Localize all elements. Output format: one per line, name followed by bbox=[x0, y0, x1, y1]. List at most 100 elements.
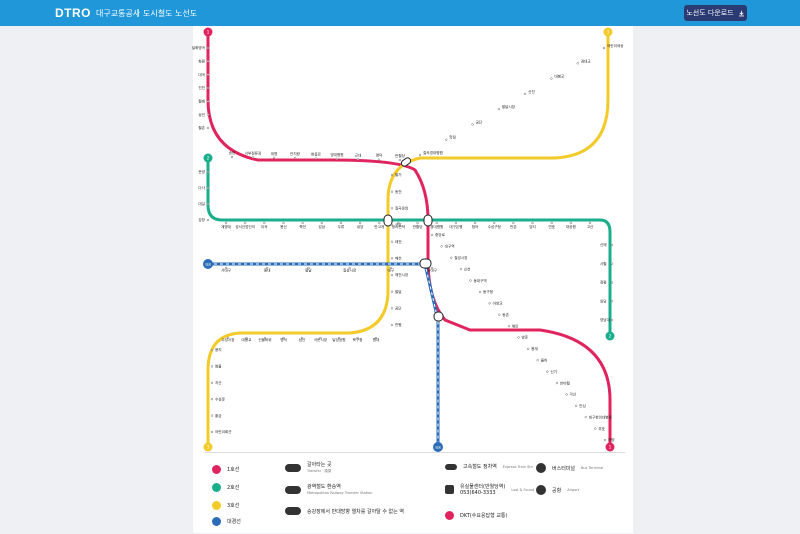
station-marker bbox=[210, 348, 214, 352]
station-label: 부호 bbox=[598, 426, 605, 431]
station-label: 진천 bbox=[198, 85, 205, 90]
terminal-markers: 1 1 2 2 3 3 대경 대경 bbox=[203, 27, 615, 452]
station-marker bbox=[594, 427, 597, 430]
dkt-icon bbox=[445, 511, 454, 520]
line1-terminal-top-label: 1 bbox=[207, 30, 210, 35]
download-map-button[interactable]: 노선도 다운로드 bbox=[684, 5, 747, 21]
station-marker bbox=[450, 256, 453, 259]
station-marker bbox=[206, 86, 210, 90]
station-marker bbox=[390, 240, 394, 243]
station-marker bbox=[550, 221, 553, 225]
station-label: 문양 bbox=[198, 169, 205, 174]
station-marker bbox=[224, 221, 228, 225]
line1-terminal-bottom bbox=[605, 442, 615, 452]
station-label: 대명 bbox=[271, 151, 278, 156]
station-label: 영남대 bbox=[600, 317, 610, 322]
line2-terminal-right-label: 2 bbox=[609, 334, 612, 339]
station-label: 신천 bbox=[464, 266, 471, 271]
station-marker bbox=[263, 336, 267, 340]
station-marker bbox=[337, 336, 341, 340]
station-marker bbox=[293, 157, 297, 160]
legend-line2: 2호선 bbox=[212, 483, 239, 492]
station-marker bbox=[356, 336, 359, 340]
station-label: 수성구청 bbox=[488, 224, 501, 229]
station-marker bbox=[565, 393, 568, 396]
station-label: 동구청 bbox=[483, 289, 493, 294]
station-label: 대곡 bbox=[198, 72, 205, 77]
station-marker bbox=[497, 108, 500, 111]
line2-terminal-left-label: 2 bbox=[207, 156, 210, 161]
station-marker bbox=[390, 173, 394, 177]
line2-terminal-left bbox=[203, 153, 213, 163]
station-marker bbox=[512, 221, 515, 225]
station-label: 영대병원 bbox=[330, 152, 343, 157]
station-label: 대구역 bbox=[445, 244, 455, 249]
station-marker bbox=[301, 221, 304, 225]
download-icon bbox=[738, 10, 744, 16]
station-label: 명덕 bbox=[376, 153, 383, 158]
station-marker bbox=[454, 221, 457, 225]
legend-line1: 1호선 bbox=[212, 465, 239, 474]
dtro-logo[interactable]: DTRO bbox=[55, 6, 91, 20]
station-label: 어린이세상 bbox=[607, 43, 624, 48]
station-marker bbox=[390, 190, 394, 193]
line3-terminal-top-label: 3 bbox=[607, 30, 610, 35]
station-label: 안지랑 bbox=[290, 151, 301, 156]
line1-terminal-bottom-label: 1 bbox=[609, 445, 612, 450]
station-label: 신천 bbox=[528, 89, 535, 94]
line3-route bbox=[206, 32, 610, 447]
station-label: 칠성시장 bbox=[343, 268, 357, 273]
station-label: 대공원 bbox=[566, 224, 576, 229]
station-label: 월배 bbox=[198, 99, 205, 104]
station-label: 안심 bbox=[579, 403, 586, 408]
station-label: 용지 bbox=[215, 347, 222, 352]
station-label: 달성공원 bbox=[332, 337, 345, 342]
station-label: 사월 bbox=[600, 261, 607, 266]
line2-terminal-right bbox=[605, 331, 615, 341]
station-label: 칠성시장 bbox=[454, 255, 468, 260]
station-label: 동촌 bbox=[502, 312, 509, 317]
transfer-station-dongdaegu bbox=[433, 311, 444, 322]
station-marker bbox=[206, 170, 210, 174]
station-marker bbox=[445, 138, 448, 141]
station-label: 월촌 bbox=[198, 125, 205, 130]
station-marker bbox=[210, 381, 214, 384]
station-label: 대구한의대병원 bbox=[589, 414, 612, 419]
bus-icon bbox=[536, 463, 546, 473]
station-label: 경대병원 bbox=[430, 224, 443, 229]
station-label: 서문시장 bbox=[314, 337, 328, 342]
station-label: 명덕 bbox=[280, 337, 287, 342]
station-label: 각산 bbox=[570, 392, 577, 397]
station-marker bbox=[517, 336, 520, 339]
station-marker bbox=[210, 430, 214, 434]
station-marker bbox=[390, 273, 394, 277]
station-marker bbox=[230, 155, 234, 159]
legend-platform-note: 승강장에서 반대방향 열차를 갈아탈 수 없는 역 bbox=[285, 507, 404, 515]
station-marker bbox=[473, 221, 477, 225]
station-marker bbox=[584, 416, 587, 419]
transfer-station-myeongdeok bbox=[400, 157, 412, 167]
station-label: 구암 bbox=[395, 222, 402, 227]
daegyeong-badge bbox=[212, 517, 221, 526]
station-label: 청라언덕 bbox=[392, 224, 405, 229]
station-marker bbox=[206, 126, 210, 130]
station-marker bbox=[206, 100, 210, 103]
station-label: 정평 bbox=[600, 280, 607, 285]
metro-transfer-icon bbox=[285, 485, 301, 494]
station-marker bbox=[307, 266, 310, 270]
daegyeong-route bbox=[208, 262, 440, 447]
station-marker bbox=[546, 370, 549, 373]
line3-badge bbox=[212, 501, 221, 510]
station-marker bbox=[320, 221, 323, 225]
station-marker bbox=[440, 245, 443, 248]
line3-terminal-top bbox=[603, 27, 613, 37]
station-marker bbox=[390, 307, 394, 310]
station-label: 교대 bbox=[355, 152, 362, 157]
station-label: 내당 bbox=[357, 224, 364, 229]
station-marker bbox=[459, 268, 462, 271]
station-label: 현충로 bbox=[311, 152, 322, 157]
station-marker bbox=[206, 202, 210, 206]
